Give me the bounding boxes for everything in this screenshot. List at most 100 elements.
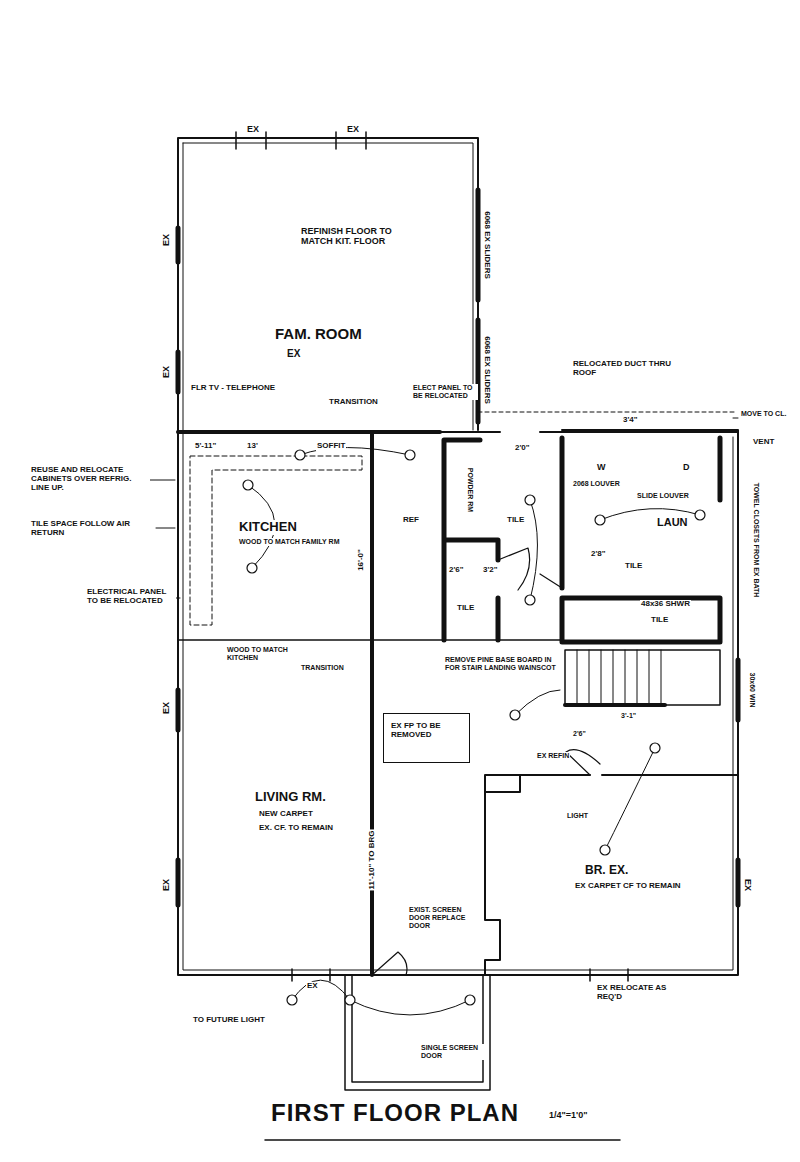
plan-note: 6068 EX SLIDERS — [483, 210, 492, 280]
plan-note: D — [682, 462, 691, 472]
room-note: REFINISH FLOOR TO MATCH KIT. FLOOR — [300, 226, 414, 246]
plan-title: FIRST FLOOR PLAN — [270, 1100, 520, 1127]
room-region: LAUN — [564, 436, 736, 588]
plan-note: 2'8" — [590, 550, 607, 559]
light-fixture — [510, 710, 520, 720]
plan-note: EX — [161, 233, 171, 247]
light-fixture — [465, 995, 475, 1005]
plan-note: TILE — [506, 516, 525, 525]
plan-note: TILE SPACE FOLLOW AIR RETURN — [30, 520, 154, 538]
room-name: FAM. ROOM — [274, 326, 363, 343]
plan-note: TILE — [650, 616, 669, 625]
relocated-duct-line — [478, 412, 734, 413]
light-fixture — [345, 995, 355, 1005]
room-note: EX FP TO BE REMOVED — [390, 722, 462, 740]
light-fixture — [650, 743, 660, 753]
exterior-wall-inner — [183, 143, 733, 970]
plan-note: SINGLE SCREEN DOOR — [420, 1044, 488, 1060]
kitchen-wall — [178, 430, 440, 434]
light-fixture — [525, 595, 535, 605]
plan-note: RELOCATED DUCT THRU ROOF — [572, 360, 682, 378]
powder-room-wall — [444, 440, 498, 640]
plan-note: 2'6" — [448, 566, 465, 575]
plan-note: MOVE TO CL. — [740, 410, 787, 418]
plan-note: POWDER RM — [466, 467, 474, 513]
plan-note: LIGHT — [566, 812, 589, 820]
stair — [565, 650, 720, 705]
plan-note: 48x36 SHWR — [640, 600, 691, 609]
plan-note: EX — [161, 878, 171, 892]
light-fixture — [595, 515, 605, 525]
plan-note: 2'0" — [514, 444, 531, 453]
stair-rail — [565, 703, 665, 707]
plan-note: TRANSITION — [328, 398, 379, 407]
plan-note: SOFFIT — [316, 442, 346, 451]
plan-note: FLR TV - TELEPHONE — [190, 384, 276, 393]
plan-note: REUSE AND RELOCATE CABINETS OVER REFRIG.… — [30, 466, 150, 493]
bedroom-wall — [485, 775, 738, 975]
plan-note: WOOD TO MATCH KITCHEN — [226, 646, 300, 662]
light-fixture — [525, 495, 535, 505]
plan-note: EX — [743, 878, 753, 892]
light-fixture — [287, 995, 297, 1005]
plan-note: 5'-11" — [194, 442, 217, 451]
light-fixture — [243, 480, 253, 490]
door-swing — [372, 548, 600, 975]
plan-note: ELECTRICAL PANEL TO BE RELOCATED — [86, 588, 176, 606]
plan-note: TO FUTURE LIGHT — [192, 1016, 266, 1025]
leader-line — [150, 418, 738, 598]
room-name: LIVING RM. — [254, 790, 327, 805]
title-underline — [265, 1139, 620, 1141]
plan-note: VENT — [752, 438, 775, 447]
light-fixture — [295, 450, 305, 460]
plan-note: 16'-0" — [357, 548, 366, 572]
plan-note: EX — [306, 982, 319, 991]
plan-note: REF — [402, 516, 420, 525]
plan-note: EX — [346, 124, 360, 134]
switch-wiring — [248, 448, 700, 1016]
plan-note: EX RELOCATE AS REQ'D — [596, 984, 678, 1002]
plan-note: 13' — [246, 442, 259, 451]
plan-note: 30x60 WIN — [748, 671, 756, 708]
light-fixture — [600, 845, 610, 855]
light-fixture — [695, 510, 705, 520]
plan-note: TILE — [624, 562, 643, 571]
plan-note: 2068 LOUVER — [572, 480, 621, 488]
plan-note: 2'6" — [572, 730, 587, 738]
plan-note: 3'-1" — [620, 712, 637, 720]
plan-note: 11'-10" TO BRG — [368, 830, 377, 891]
window — [178, 228, 738, 905]
room-note: WOOD TO MATCH FAMILY RM — [238, 538, 364, 546]
room-region: BR. EX. EX CARPET CF TO REMAIN — [488, 778, 736, 972]
room-name: BR. EX. — [584, 864, 629, 877]
room-note: EX CARPET CF TO REMAIN — [574, 882, 692, 891]
room-note: EX — [286, 348, 301, 359]
bearing-line — [370, 432, 374, 975]
plan-note: 3'4" — [622, 416, 639, 425]
room-name: LAUN — [656, 516, 689, 528]
interior-wall — [440, 431, 738, 433]
plan-note: EXIST. SCREEN DOOR REPLACE DOOR — [408, 906, 482, 929]
plan-note: EX — [246, 124, 260, 134]
entry-porch — [345, 975, 490, 1090]
stair-treads — [577, 650, 661, 705]
light-fixture — [247, 563, 257, 573]
plan-note: REMOVE PINE BASE BOARD IN FOR STAIR LAND… — [444, 656, 562, 672]
window-mark — [236, 132, 628, 981]
plan-note: EX — [161, 701, 171, 715]
plan-note: 3'2" — [482, 566, 499, 575]
plan-note: EX — [161, 365, 171, 379]
plan-note: TRANSITION — [300, 664, 345, 672]
plan-note: W — [596, 462, 607, 472]
plan-note: 1/4"=1'0" — [548, 1110, 588, 1120]
plan-note: EX REFIN — [536, 752, 570, 760]
plan-note: ELECT PANEL TO BE RELOCATED — [412, 384, 478, 400]
light-fixture — [405, 450, 415, 460]
fireplace-box: EX FP TO BE REMOVED — [383, 713, 470, 763]
room-note: NEW CARPET — [258, 810, 314, 819]
plan-note: 6068 EX SLIDERS — [483, 335, 492, 405]
room-region: KITCHENWOOD TO MATCH FAMILY RM — [182, 436, 370, 636]
plan-note: TOWEL CLOSETS FROM EX BATH — [752, 482, 760, 599]
